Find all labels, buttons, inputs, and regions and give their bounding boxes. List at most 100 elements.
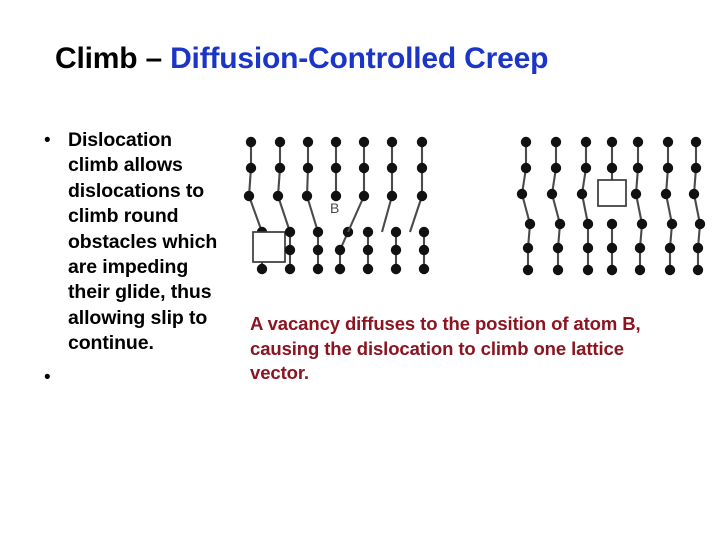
lattice-column-4	[330, 136, 354, 275]
vacancy-box	[252, 231, 286, 263]
atom-node	[416, 162, 428, 174]
atom-node	[664, 242, 676, 254]
atom-node	[390, 244, 402, 256]
bullet-point-icon: •	[44, 366, 51, 388]
atom-node	[274, 136, 286, 148]
atom-node	[692, 242, 704, 254]
lattice-diagram-after-climb	[508, 128, 713, 288]
atom-node	[386, 136, 398, 148]
atom-node	[524, 218, 536, 230]
atom-node	[302, 136, 314, 148]
atom-node	[516, 188, 528, 200]
lattice-column-7	[409, 136, 430, 275]
atom-node	[416, 190, 428, 202]
atom-node	[632, 162, 644, 174]
atom-node	[636, 218, 648, 230]
atom-node	[418, 226, 430, 238]
atom-node	[520, 162, 532, 174]
atom-node	[256, 263, 268, 275]
atom-node	[576, 188, 588, 200]
atom-node	[358, 136, 370, 148]
atom-node	[416, 136, 428, 148]
atom-node	[390, 226, 402, 238]
lattice-column-7	[688, 136, 706, 276]
atom-node	[606, 136, 618, 148]
atom-node	[606, 264, 618, 276]
atom-node	[358, 162, 370, 174]
atom-node	[386, 162, 398, 174]
atom-node	[552, 264, 564, 276]
bullet-point-icon: •	[44, 130, 51, 151]
atom-node	[664, 264, 676, 276]
lattice-column-6	[660, 136, 678, 276]
lattice-column-5	[630, 136, 648, 276]
atom-node	[362, 244, 374, 256]
atom-node	[272, 190, 284, 202]
atom-node	[550, 136, 562, 148]
atom-node	[522, 264, 534, 276]
atom-node	[606, 242, 618, 254]
atom-node	[634, 264, 646, 276]
atom-node	[606, 218, 618, 230]
lattice-column-5	[347, 136, 374, 275]
diagram-caption: A vacancy diffuses to the position of at…	[250, 313, 641, 384]
lattice-diagram-before-climb: B	[240, 128, 440, 288]
atom-node	[694, 218, 706, 230]
atom-node	[284, 226, 296, 238]
atom-node	[418, 263, 430, 275]
atom-node	[243, 190, 255, 202]
list-item: •	[36, 367, 226, 391]
atom-node	[274, 162, 286, 174]
lattice-column-2	[546, 136, 566, 276]
atom-node	[330, 190, 342, 202]
atom-node	[330, 162, 342, 174]
atom-node	[520, 136, 532, 148]
atom-label-b: B	[330, 200, 339, 216]
atom-node	[634, 242, 646, 254]
lattice-column-2	[272, 136, 296, 275]
atom-node	[245, 162, 257, 174]
atom-node	[284, 263, 296, 275]
vacancy-box	[597, 179, 627, 207]
page-title: Climb – Diffusion-Controlled Creep	[55, 42, 675, 76]
atom-node	[554, 218, 566, 230]
atom-node	[692, 264, 704, 276]
atom-node	[302, 162, 314, 174]
atom-node	[386, 190, 398, 202]
page-title-lead: Climb –	[55, 42, 171, 75]
atom-node	[552, 242, 564, 254]
bullet-item-text: Dislocation climb allows dislocations to…	[68, 129, 218, 355]
atom-node	[688, 188, 700, 200]
atom-node	[582, 218, 594, 230]
page-title-accent: Diffusion-Controlled Creep	[170, 42, 549, 75]
atom-node	[390, 263, 402, 275]
atom-node	[522, 242, 534, 254]
atom-node	[580, 162, 592, 174]
atom-node	[662, 162, 674, 174]
atom-node	[334, 263, 346, 275]
atom-node	[690, 136, 702, 148]
lattice-column-1	[516, 136, 536, 276]
lattice-column-4	[606, 136, 618, 276]
atom-node	[606, 162, 618, 174]
atom-node	[662, 136, 674, 148]
atom-node	[632, 136, 644, 148]
atom-node	[330, 136, 342, 148]
atom-node	[582, 264, 594, 276]
atom-node	[358, 190, 370, 202]
atom-node	[245, 136, 257, 148]
bullet-list: • Dislocation climb allows dislocations …	[36, 128, 226, 395]
atom-node	[550, 162, 562, 174]
atom-node	[312, 226, 324, 238]
atom-node	[546, 188, 558, 200]
atom-node	[312, 244, 324, 256]
lattice-column-6	[380, 136, 402, 275]
atom-node	[630, 188, 642, 200]
atom-node	[334, 244, 346, 256]
atom-node	[580, 136, 592, 148]
atom-node	[666, 218, 678, 230]
atom-node	[312, 263, 324, 275]
atom-node	[660, 188, 672, 200]
atom-node	[284, 244, 296, 256]
atom-node	[301, 190, 313, 202]
